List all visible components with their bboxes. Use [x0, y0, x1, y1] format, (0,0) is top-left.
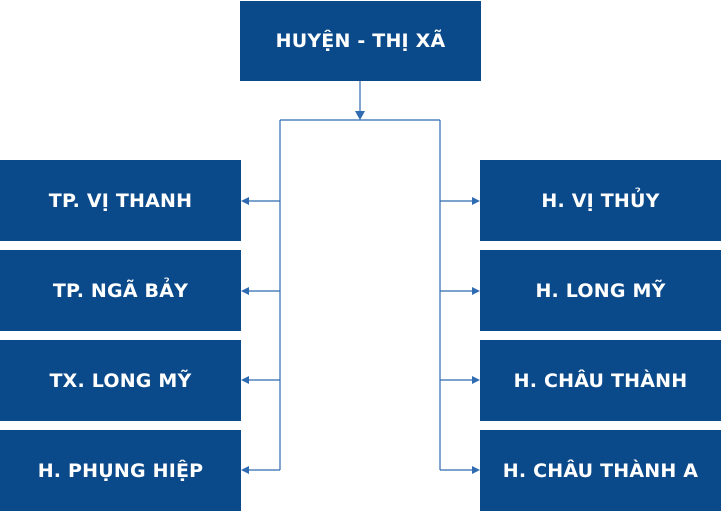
- arrow-head-right-3: [472, 376, 480, 384]
- left-node: H. PHỤNG HIỆP: [0, 430, 241, 511]
- left-node: TP. NGÃ BẢY: [0, 250, 241, 331]
- arrow-head-left-3: [241, 376, 249, 384]
- right-node-label: H. CHÂU THÀNH A: [502, 459, 699, 482]
- left-node: TP. VỊ THANH: [0, 160, 241, 241]
- arrow-head-root: [355, 111, 365, 120]
- left-node-label: TP. NGÃ BẢY: [52, 279, 189, 302]
- root-node-label: HUYỆN - THỊ XÃ: [275, 30, 446, 52]
- right-node: H. VỊ THỦY: [480, 160, 721, 241]
- arrow-head-right-2: [472, 287, 480, 295]
- right-node: H. LONG MỸ: [480, 250, 721, 331]
- right-node: H. CHÂU THÀNH A: [480, 430, 721, 511]
- left-node-label: TX. LONG MỸ: [49, 369, 192, 392]
- arrow-head-left-4: [241, 466, 249, 474]
- right-node: H. CHÂU THÀNH: [480, 340, 721, 421]
- arrow-head-left-1: [241, 197, 249, 205]
- arrow-head-right-4: [472, 466, 480, 474]
- arrow-head-right-1: [472, 197, 480, 205]
- right-node-label: H. VỊ THỦY: [541, 189, 660, 212]
- left-node: TX. LONG MỸ: [0, 340, 241, 421]
- left-node-label: TP. VỊ THANH: [48, 189, 193, 212]
- right-node-label: H. LONG MỸ: [535, 279, 666, 302]
- arrow-head-left-2: [241, 287, 249, 295]
- root-node: HUYỆN - THỊ XÃ: [240, 1, 481, 81]
- right-node-label: H. CHÂU THÀNH: [513, 369, 688, 392]
- left-node-label: H. PHỤNG HIỆP: [37, 459, 204, 482]
